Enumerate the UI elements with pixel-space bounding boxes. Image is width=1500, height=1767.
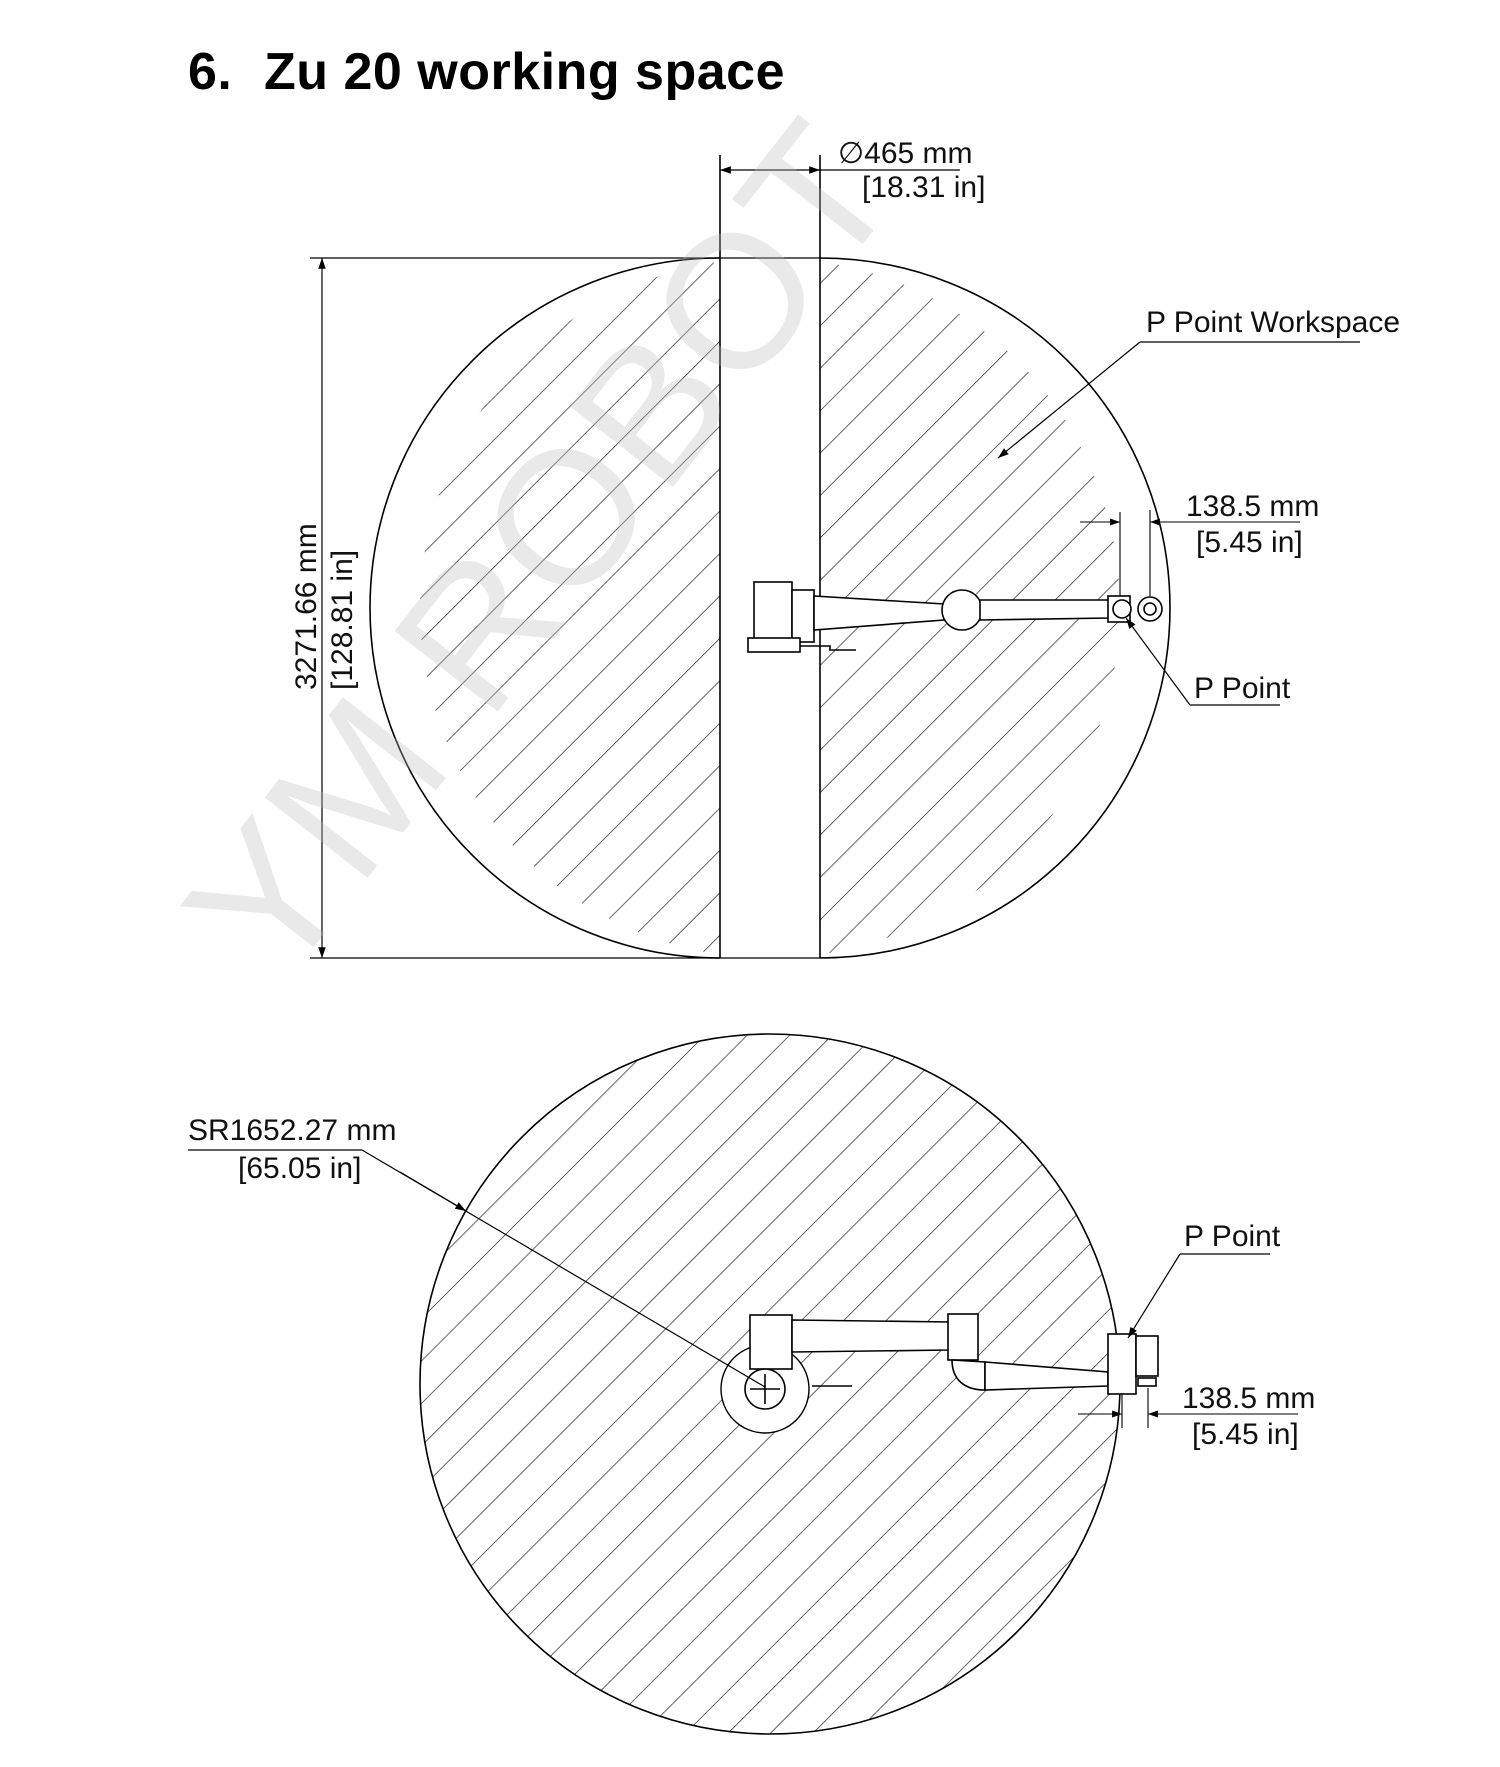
workspace-leader-line [997, 341, 1141, 459]
height-mm-label: 3271.66 mm [290, 523, 323, 690]
side-ppoint-leader [1125, 617, 1191, 706]
radius-in-label: [65.05 in] [238, 1152, 361, 1185]
robot-joint-shoulder [791, 589, 815, 643]
section-title: Zu 20 working space [264, 43, 785, 101]
height-in-label: [128.81 in] [326, 550, 359, 690]
top-offset-mm-label: 138.5 mm [1182, 1382, 1315, 1415]
top-elbow-housing [947, 1313, 979, 1361]
top-view: SR1652.27 mm [65.05 in] P Point 138.5 mm… [188, 1033, 1315, 1735]
top-upper-arm [791, 1319, 951, 1353]
side-workspace-outline-right [819, 257, 1171, 959]
diameter-in-label: [18.31 in] [862, 171, 985, 204]
top-flange [1137, 1377, 1157, 1387]
section-number: 6. [188, 43, 233, 101]
top-ppoint-label: P Point [1184, 1220, 1281, 1253]
top-ppoint-leader [1127, 1253, 1181, 1339]
page-title: 6. Zu 20 working space [188, 42, 785, 102]
robot-base-foot [747, 637, 801, 653]
radius-arrow [399, 1171, 467, 1212]
side-view: ∅465 mm [18.31 in] 3271.66 mm [128.81 in… [290, 137, 1400, 959]
robot-arm-side [747, 581, 1163, 653]
robot-flange-inner [1143, 602, 1157, 616]
top-offset-in-label: [5.45 in] [1192, 1418, 1299, 1451]
top-wrist-head [1135, 1335, 1159, 1377]
robot-forearm [979, 599, 1111, 621]
watermark: YM ROBOT [145, 86, 936, 1015]
side-offset-in-label: [5.45 in] [1196, 526, 1303, 559]
robot-elbow-joint [941, 589, 983, 631]
diameter-mm-label: ∅465 mm [838, 137, 973, 170]
side-offset-mm-label: 138.5 mm [1186, 490, 1319, 523]
top-wrist-housing [1107, 1333, 1137, 1395]
top-base-housing [749, 1314, 793, 1370]
side-workspace-outline [369, 257, 721, 959]
side-ppoint-label: P Point [1194, 672, 1291, 705]
robot-arm-top [744, 1313, 1159, 1410]
workspace-label: P Point Workspace [1146, 306, 1400, 339]
radius-mm-label: SR1652.27 mm [188, 1114, 396, 1147]
robot-wrist-joint [1112, 599, 1132, 619]
robot-cable [800, 645, 856, 651]
